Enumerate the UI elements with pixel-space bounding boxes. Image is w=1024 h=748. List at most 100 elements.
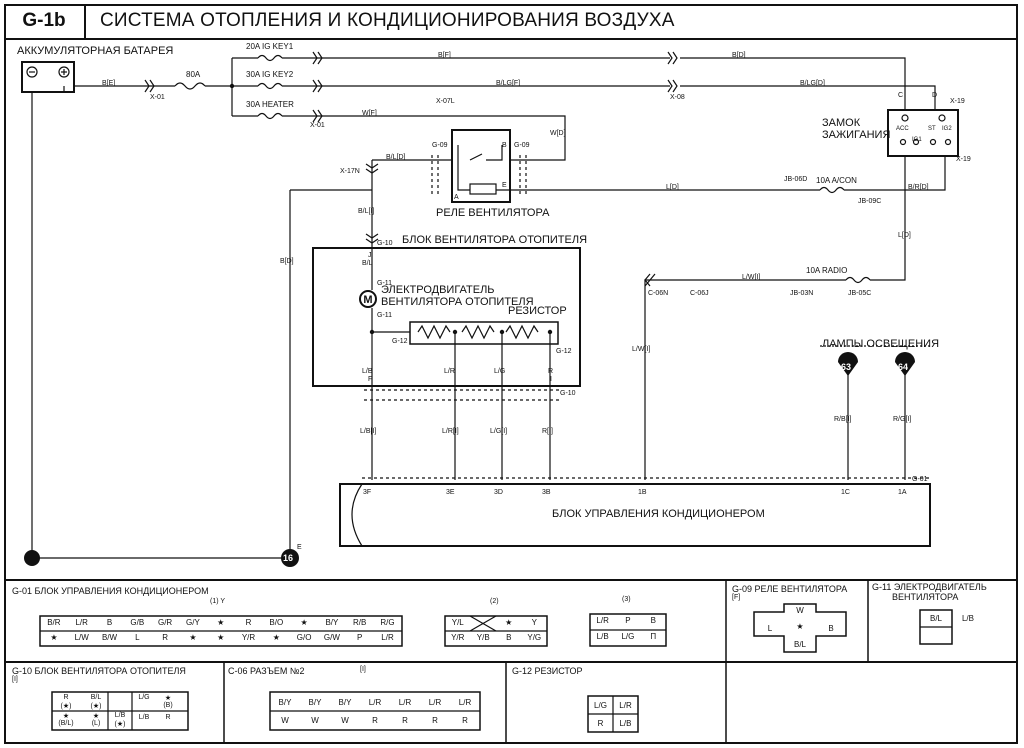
resistor-block xyxy=(409,321,559,345)
panel-g09-sub: [F] xyxy=(732,594,741,601)
page-title: СИСТЕМА ОТОПЛЕНИЯ И КОНДИЦИОНИРОВАНИЯ ВО… xyxy=(100,10,675,31)
g01-conn2-top-pin-2: ★ xyxy=(505,618,513,627)
pin-j: J xyxy=(368,252,372,259)
pin-3d: 3D xyxy=(494,489,503,496)
ac-control-unit-label: БЛОК УПРАВЛЕНИЯ КОНДИЦИОНЕРОМ xyxy=(552,508,765,520)
wire-lr: L/R xyxy=(444,368,455,375)
conn-g10: G-10 xyxy=(377,240,393,247)
c06-bottom-pin-3: R xyxy=(372,716,378,725)
fuse-20a-ig1: 20A IG KEY1 xyxy=(246,42,294,51)
g01-conn1-bottom-pin-9: G/O xyxy=(296,633,312,642)
g11-pin-0: B/L xyxy=(929,614,942,623)
wire-bld: B/L[D] xyxy=(386,154,406,161)
wire-wd: W[D] xyxy=(550,130,566,137)
g12-top-pin-1: L/R xyxy=(619,701,632,710)
panel-g12-title: G-12 РЕЗИСТОР xyxy=(512,666,583,676)
g01-conn1-top-pin-8: B/O xyxy=(269,618,284,627)
resistor-label: РЕЗИСТОР xyxy=(508,305,567,317)
conn-x07l: X-07L xyxy=(436,98,455,105)
conn-g09b: G-09 xyxy=(514,142,530,149)
g10-pin-2: B/L xyxy=(90,694,102,701)
g10-pin-7: ★ xyxy=(62,713,70,720)
wire-rbi: R/B[I] xyxy=(834,416,852,423)
g01-conn1-bottom-pin-11: P xyxy=(357,633,363,642)
g01-conn3-top-pin-0: L/R xyxy=(596,616,609,625)
g01-conn2-top-pin-0: Y/L xyxy=(451,618,464,627)
wire-lwi: L/W[I] xyxy=(742,274,761,281)
g01-conn3-top-pin-2: B xyxy=(650,616,656,625)
lamps-label: ЛАМПЫ ОСВЕЩЕНИЯ xyxy=(822,338,940,350)
g10-pin-12: (★) xyxy=(114,721,126,728)
g01-conn1-bottom-pin-5: ★ xyxy=(189,633,197,642)
g10-pin-13: L/B xyxy=(138,714,150,721)
wire-bd-2: B[D] xyxy=(280,258,294,265)
wire-ld: L[D] xyxy=(666,184,679,191)
g01-conn1-top-pin-10: B/Y xyxy=(325,618,339,627)
g01-conn1-top-pin-12: R/G xyxy=(380,618,395,627)
panel-c06-title: C-06 РАЗЪЕМ №2 xyxy=(228,666,305,676)
wire-bli: B/L[I] xyxy=(358,208,375,215)
motor-label-1: ЭЛЕКТРОДВИГАТЕЛЬ xyxy=(381,284,495,296)
g09-pin-1: L xyxy=(767,624,773,633)
wire-be: B[E] xyxy=(102,80,116,87)
conn-g11a: G-11 xyxy=(377,280,393,287)
g01-conn1-top-pin-11: R/B xyxy=(353,618,367,627)
ground-63-label: 63 xyxy=(841,362,852,372)
wire-wf: W[F] xyxy=(362,110,377,117)
panel-g01-sub2: (2) xyxy=(490,598,499,605)
conn-g09a: G-09 xyxy=(432,142,448,149)
g01-conn2-bottom-pin-2: B xyxy=(506,633,512,642)
ground-e-label: E xyxy=(297,544,302,551)
ground-16 xyxy=(281,549,299,567)
g01-conn1-bottom-pin-2: B/W xyxy=(101,633,118,642)
g10-pin-11: L/B xyxy=(114,712,126,719)
g01-conn2-bottom-pin-0: Y/R xyxy=(451,633,465,642)
g10-pin-6: (B) xyxy=(163,702,173,709)
c06-bottom-pin-4: R xyxy=(402,716,408,725)
fuse-10a-radio: 10A RADIO xyxy=(806,266,848,275)
wire-lg: L/G xyxy=(494,368,506,375)
heater-fan-block-label: БЛОК ВЕНТИЛЯТОРА ОТОПИТЕЛЯ xyxy=(402,234,588,246)
c06-top-pin-2: B/Y xyxy=(338,698,352,707)
conn-x17n: X-17N xyxy=(340,168,360,175)
g10-pin-1: (★) xyxy=(60,703,72,710)
pin-1a: 1A xyxy=(898,489,907,496)
g01-conn1-top-pin-5: G/Y xyxy=(186,618,200,627)
g10-pin-10: (L) xyxy=(91,720,101,727)
ground-64-label: 64 xyxy=(898,362,909,372)
c06-bottom-pin-5: R xyxy=(432,716,438,725)
panel-g01-title: G-01 БЛОК УПРАВЛЕНИЯ КОНДИЦИОНЕРОМ xyxy=(12,586,209,596)
c06-top-pin-3: L/R xyxy=(368,698,382,707)
pin-3b: 3B xyxy=(542,489,551,496)
panel-g09-title: G-09 РЕЛЕ ВЕНТИЛЯТОРА xyxy=(732,584,848,594)
motor-label-2: ВЕНТИЛЯТОРА ОТОПИТЕЛЯ xyxy=(381,296,534,308)
g10-pin-4: L/G xyxy=(138,694,150,701)
pin-c: C xyxy=(898,92,904,99)
g01-conn2-bottom-pin-1: Y/B xyxy=(476,633,490,642)
fan-relay xyxy=(451,129,511,203)
lamp-64 xyxy=(895,352,915,376)
g01-conn1-bottom-pin-1: L/W xyxy=(74,633,89,642)
g01-conn1-bottom-pin-4: R xyxy=(162,633,168,642)
conn-c06j: C-06J xyxy=(690,290,709,297)
conn-g12b: G-12 xyxy=(556,348,572,355)
g12-bottom-pin-0: R xyxy=(597,719,604,728)
wire-ld-2: L[D] xyxy=(898,232,911,239)
pin-ig2: IG2 xyxy=(942,126,952,132)
g01-conn1-top-pin-3: G/B xyxy=(130,618,145,627)
page-code: G-1b xyxy=(4,4,86,38)
g01-conn2-top-pin-3: Y xyxy=(531,618,537,627)
g10-pin-8: (B/L) xyxy=(58,720,74,727)
g01-conn1-bottom-pin-12: L/R xyxy=(381,633,394,642)
fuse-30a-heater: 30A HEATER xyxy=(246,100,294,109)
svg-text:M: M xyxy=(363,294,372,306)
c06-top-pin-6: L/R xyxy=(458,698,472,707)
wire-brd: B/R[D] xyxy=(908,184,929,191)
pin-d: D xyxy=(932,92,938,99)
pin-a: A xyxy=(454,194,459,201)
panel-g01-sub1: (1) Y xyxy=(210,598,226,605)
g01-conn1-top-pin-9: ★ xyxy=(300,618,308,627)
battery-symbol xyxy=(21,61,75,93)
g10-pin-3: (★) xyxy=(90,703,102,710)
g01-conn2-bottom-pin-3: Y/G xyxy=(527,633,542,642)
